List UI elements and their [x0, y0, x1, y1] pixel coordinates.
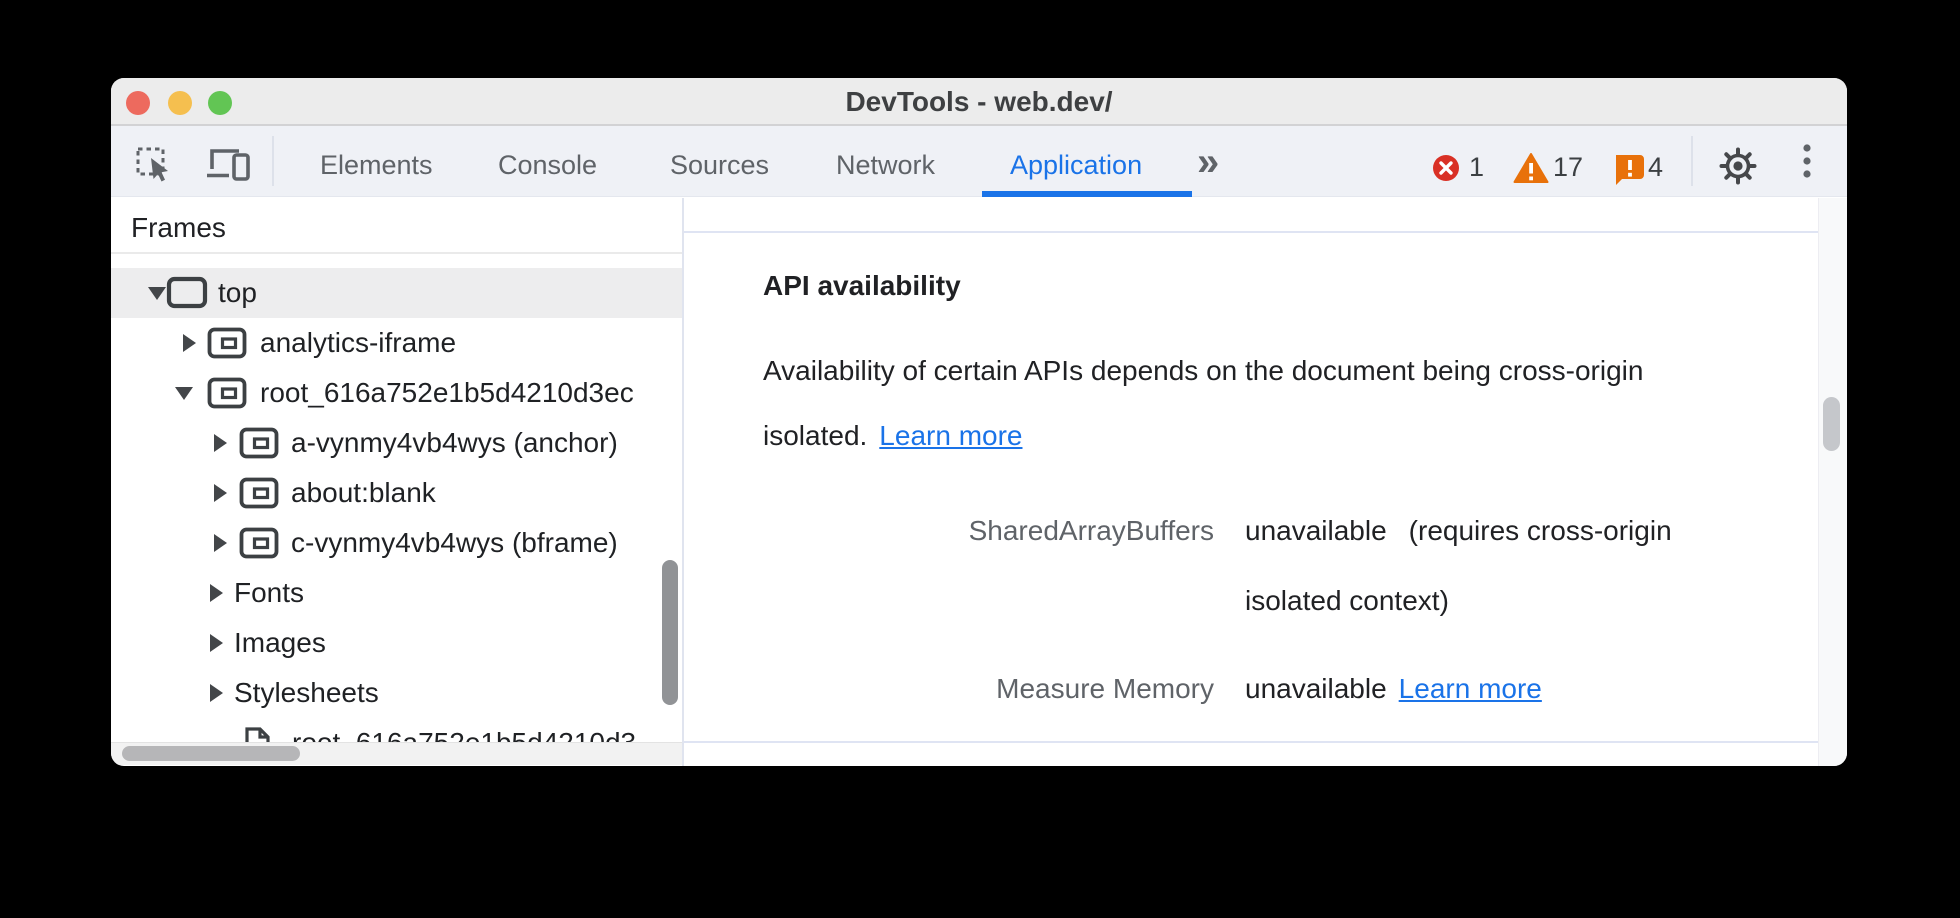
tree-row-label: a-vynmy4vb4wys (anchor): [291, 427, 618, 458]
tree-row-bframe[interactable]: c-vynmy4vb4wys (bframe): [111, 518, 682, 568]
expand-arrow-icon[interactable]: [214, 484, 227, 502]
tree-row-analytics-iframe[interactable]: analytics-iframe: [111, 318, 682, 368]
zoom-button[interactable]: [208, 91, 232, 115]
tab-network[interactable]: Network: [836, 150, 936, 180]
active-tab-underline: [982, 191, 1192, 197]
tree-row-images[interactable]: Images: [111, 618, 682, 668]
content-vertical-scrollbar-thumb[interactable]: [1823, 397, 1840, 451]
value-note-line2: isolated context): [1245, 585, 1449, 616]
window-title: DevTools - web.dev/: [845, 86, 1113, 117]
tree-row-label: root_616a752e1b5d4210d3ec: [260, 377, 634, 408]
tab-console[interactable]: Console: [498, 150, 598, 180]
kebab-menu-icon[interactable]: [1802, 143, 1812, 183]
tree-row-label: Stylesheets: [234, 677, 379, 708]
section-heading: API availability: [763, 270, 961, 301]
document-icon: [245, 727, 270, 742]
tree-row-label: Fonts: [234, 577, 305, 608]
tree-row-stylesheets[interactable]: Stylesheets: [111, 668, 682, 718]
value-text: unavailable: [1245, 515, 1387, 546]
iframe-icon: [239, 527, 279, 559]
error-icon[interactable]: [1432, 154, 1460, 182]
iframe-icon: [239, 427, 279, 459]
devtools-window: DevTools - web.dev/ Elements Console Sou…: [111, 78, 1847, 766]
section-description-line2: isolated. Learn more: [763, 416, 1022, 456]
sidebar-vertical-scrollbar[interactable]: [662, 560, 678, 705]
section-description-line1: Availability of certain APIs depends on …: [763, 355, 1644, 386]
report-key-measure-memory: Measure Memory: [996, 673, 1214, 704]
sidebar-horizontal-scrollbar-thumb[interactable]: [122, 746, 300, 761]
tree-row-label: c-vynmy4vb4wys (bframe): [291, 527, 618, 558]
iframe-icon: [207, 327, 247, 359]
tab-sources[interactable]: Sources: [670, 150, 770, 180]
frames-section-header: Frames: [131, 212, 226, 243]
section-divider: [111, 252, 682, 254]
expand-arrow-icon[interactable]: [210, 584, 223, 602]
settings-gear-icon[interactable]: [1718, 146, 1758, 186]
expand-arrow-icon[interactable]: [214, 434, 227, 452]
titlebar: DevTools - web.dev/: [111, 78, 1847, 126]
warning-icon[interactable]: [1513, 152, 1549, 184]
iframe-icon: [207, 377, 247, 409]
iframe-icon: [239, 477, 279, 509]
tree-row-label: root_616a752e1b5d4210d3: [292, 718, 636, 742]
frames-sidebar: Frames top analytics-iframe root_616a752…: [111, 198, 682, 742]
section-top-border: [684, 231, 1818, 233]
close-button[interactable]: [126, 91, 150, 115]
expand-arrow-icon[interactable]: [210, 684, 223, 702]
description-text: isolated.: [763, 420, 868, 451]
tree-row-root-frame[interactable]: root_616a752e1b5d4210d3ec: [111, 368, 682, 418]
report-value-measure-memory: unavailable Learn more: [1245, 669, 1542, 709]
tree-row-label: top: [218, 277, 257, 308]
tree-row-top[interactable]: top: [111, 268, 682, 318]
report-value-sharedarraybuffers: unavailable (requires cross-origin: [1245, 511, 1672, 551]
tree-row-label: analytics-iframe: [260, 327, 457, 358]
panel-divider[interactable]: [682, 198, 684, 766]
expand-arrow-icon[interactable]: [214, 534, 227, 552]
tree-row-root-document[interactable]: root_616a752e1b5d4210d3: [111, 718, 682, 742]
error-count: 1: [1469, 152, 1485, 182]
tree-row-about-blank[interactable]: about:blank: [111, 468, 682, 518]
more-tabs-icon[interactable]: »: [1197, 140, 1220, 184]
value-note-line1: (requires cross-origin: [1408, 515, 1672, 546]
tree-row-fonts[interactable]: Fonts: [111, 568, 682, 618]
tree-row-anchor-frame[interactable]: a-vynmy4vb4wys (anchor): [111, 418, 682, 468]
expand-arrow-icon[interactable]: [210, 634, 223, 652]
toolbar-divider: [1691, 136, 1693, 186]
expand-arrow-icon[interactable]: [183, 334, 196, 352]
tab-elements[interactable]: Elements: [320, 150, 433, 180]
collapse-arrow-icon[interactable]: [175, 387, 193, 400]
issues-count: 4: [1648, 152, 1664, 182]
content-scrollbar-track[interactable]: [1818, 198, 1847, 766]
warning-count: 17: [1553, 152, 1584, 182]
collapse-arrow-icon[interactable]: [148, 287, 166, 300]
issues-icon[interactable]: [1612, 153, 1644, 187]
minimize-button[interactable]: [168, 91, 192, 115]
toolbar-divider: [272, 136, 274, 186]
learn-more-link[interactable]: Learn more: [879, 420, 1023, 451]
tab-application[interactable]: Application: [1010, 150, 1143, 180]
frame-icon: [166, 276, 208, 309]
inspect-element-icon[interactable]: [134, 143, 174, 183]
learn-more-link[interactable]: Learn more: [1398, 673, 1542, 704]
section-bottom-border: [684, 741, 1818, 743]
report-key-sharedarraybuffers: SharedArrayBuffers: [968, 515, 1214, 546]
tree-row-label: about:blank: [291, 477, 436, 508]
toggle-device-toolbar-icon[interactable]: [205, 144, 253, 184]
devtools-toolbar: Elements Console Sources Network Applica…: [111, 126, 1847, 197]
tree-row-label: Images: [234, 627, 326, 658]
value-text: unavailable: [1245, 673, 1387, 704]
